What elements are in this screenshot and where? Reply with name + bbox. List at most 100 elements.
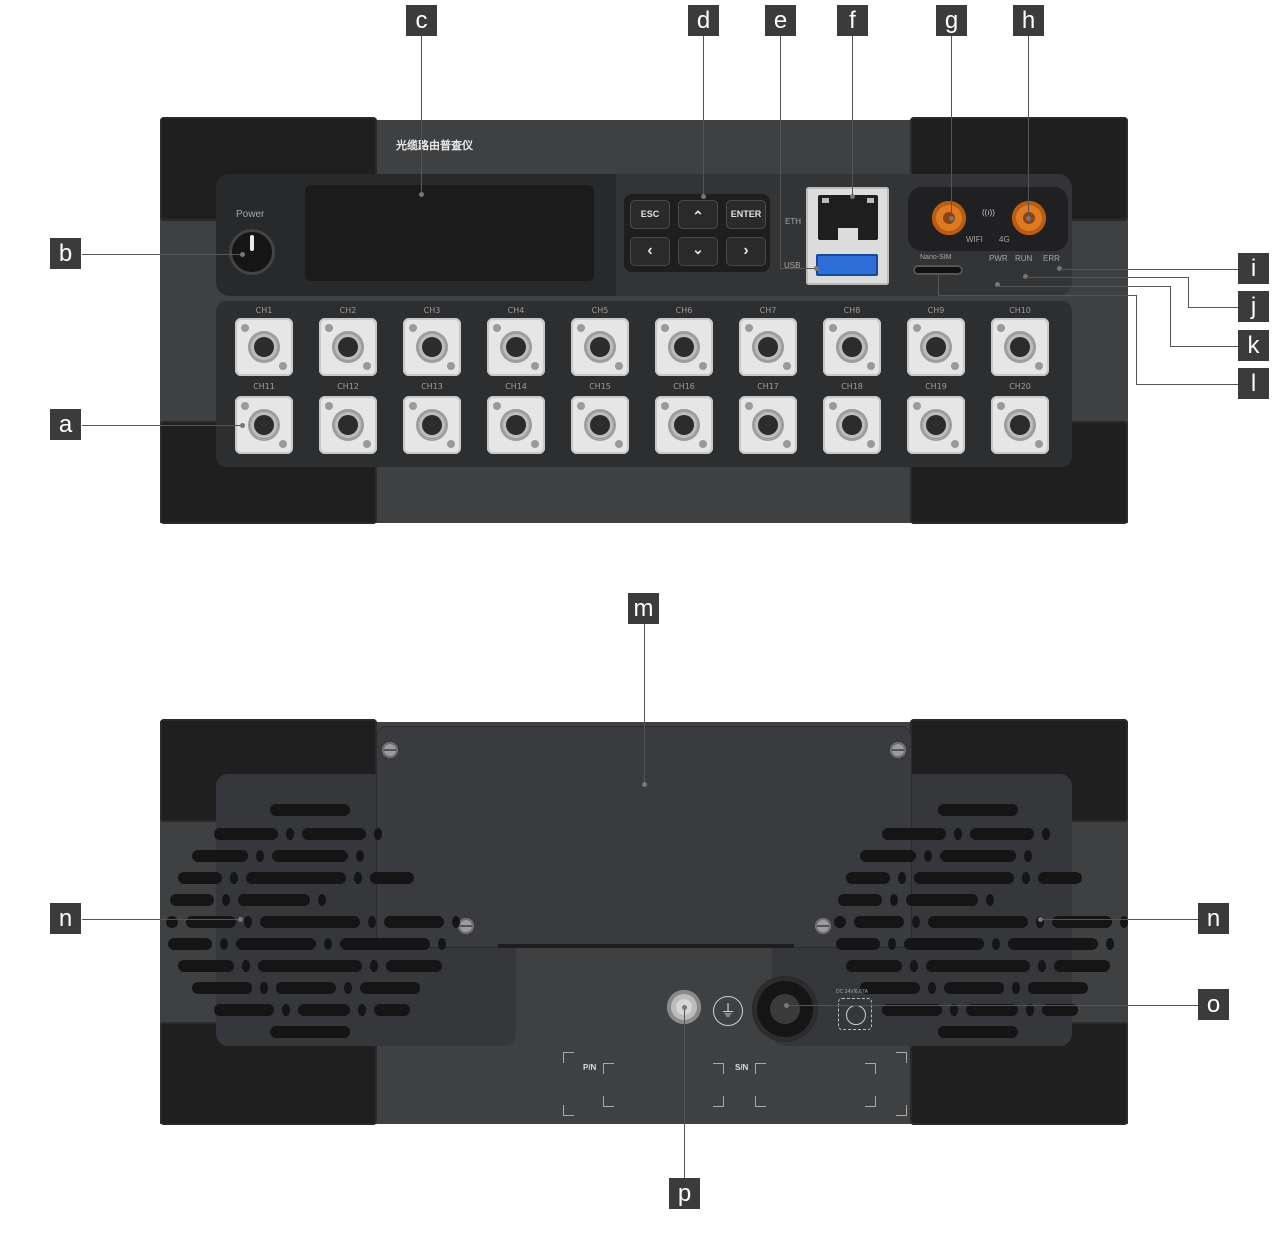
channel-connector[interactable] — [907, 318, 965, 376]
channel-connector[interactable] — [991, 396, 1049, 454]
vent-slot — [1120, 916, 1128, 928]
channel-connector[interactable] — [655, 318, 713, 376]
vent-slot — [370, 872, 414, 884]
leader-l-2 — [938, 295, 1136, 296]
connector-core — [1010, 415, 1030, 435]
vent-slot — [834, 916, 846, 928]
callout-e: e — [765, 5, 796, 36]
enter-key[interactable]: ENTER — [726, 200, 766, 229]
channel-connector[interactable] — [739, 396, 797, 454]
up-key[interactable]: ⌃ — [678, 200, 718, 229]
connector-screw — [409, 324, 417, 332]
ethernet-port[interactable] — [818, 195, 878, 240]
vent-slot — [836, 938, 880, 950]
vent-slot — [928, 982, 936, 994]
marker-h — [1026, 216, 1031, 221]
leader-h — [1028, 36, 1029, 216]
channel-connector[interactable] — [823, 396, 881, 454]
vent-slot — [374, 1004, 410, 1016]
sn-field-tl — [755, 1063, 766, 1074]
vent-slot — [944, 982, 1004, 994]
vent-slot — [928, 916, 1028, 928]
connector-screw — [577, 402, 585, 410]
channel-connector[interactable] — [907, 396, 965, 454]
pn-field-tr — [713, 1063, 724, 1074]
wifi-antenna-connector[interactable] — [932, 201, 966, 235]
channel-connector[interactable] — [403, 318, 461, 376]
usb-port[interactable] — [816, 254, 878, 276]
led-pwr — [995, 282, 1000, 287]
vent-slot — [926, 960, 1030, 972]
connector-core — [926, 415, 946, 435]
vent-slot — [178, 960, 234, 972]
connector-screw — [531, 362, 539, 370]
vent-slot — [344, 982, 352, 994]
ground-icon: ⏚ — [713, 996, 743, 1026]
channel-label: CH20 — [1009, 382, 1031, 391]
g4-label: 4G — [999, 235, 1010, 244]
vent-slot — [954, 828, 962, 840]
leader-j-3 — [1188, 307, 1238, 308]
channel-connector[interactable] — [487, 396, 545, 454]
channel-connector[interactable] — [823, 318, 881, 376]
channel-label: CH12 — [337, 382, 359, 391]
connector-core — [1010, 337, 1030, 357]
connector-screw — [699, 362, 707, 370]
channel-connector[interactable] — [571, 396, 629, 454]
dc-power-connector[interactable] — [752, 976, 818, 1042]
connector-screw — [951, 440, 959, 448]
channel-connector[interactable] — [403, 396, 461, 454]
vent-slot — [286, 828, 294, 840]
channel-label: CH19 — [925, 382, 947, 391]
connector-core — [590, 337, 610, 357]
vent-slot — [940, 850, 1016, 862]
leader-l-4 — [1136, 384, 1238, 385]
vent-slot — [950, 1004, 958, 1016]
down-key[interactable]: ⌄ — [678, 237, 718, 266]
channel-connector[interactable] — [487, 318, 545, 376]
power-knob[interactable] — [229, 229, 275, 275]
channel-connector[interactable] — [571, 318, 629, 376]
vent-slot — [890, 894, 898, 906]
vent-slot — [888, 938, 896, 950]
esc-key[interactable]: ESC — [630, 200, 670, 229]
vent-slot — [222, 894, 230, 906]
vent-slot — [938, 1026, 1018, 1038]
led-err — [1057, 266, 1062, 271]
callout-g: g — [936, 5, 967, 36]
vent-slot — [256, 850, 264, 862]
right-key[interactable]: › — [726, 237, 766, 266]
vent-slot — [898, 872, 906, 884]
vent-slot — [1054, 960, 1110, 972]
leader-l-3 — [1136, 295, 1137, 384]
vent-slot — [166, 916, 178, 928]
vent-slot — [904, 938, 984, 950]
callout-k: k — [1238, 330, 1269, 361]
vent-slot — [882, 828, 946, 840]
leader-d — [703, 36, 704, 196]
left-key[interactable]: ‹ — [630, 237, 670, 266]
vent-slot — [260, 982, 268, 994]
leader-k-3 — [1170, 346, 1238, 347]
vent-slot — [1106, 938, 1114, 950]
leader-j-2 — [1188, 277, 1189, 307]
callout-n-right: n — [1198, 903, 1229, 934]
vent-slot — [986, 894, 994, 906]
vent-slot — [230, 872, 238, 884]
cover-slot — [498, 944, 794, 948]
channel-connector[interactable] — [319, 396, 377, 454]
vent-slot — [860, 850, 916, 862]
channel-connector[interactable] — [655, 396, 713, 454]
channel-label: CH11 — [253, 382, 275, 391]
channel-connector[interactable] — [319, 318, 377, 376]
vent-slot — [1036, 916, 1044, 928]
connector-screw — [615, 362, 623, 370]
vent-slot — [914, 872, 1014, 884]
connector-core — [338, 337, 358, 357]
connector-core — [758, 337, 778, 357]
sim-slot[interactable] — [913, 265, 963, 275]
vent-slot — [846, 872, 890, 884]
channel-connector[interactable] — [235, 318, 293, 376]
channel-connector[interactable] — [991, 318, 1049, 376]
channel-connector[interactable] — [739, 318, 797, 376]
